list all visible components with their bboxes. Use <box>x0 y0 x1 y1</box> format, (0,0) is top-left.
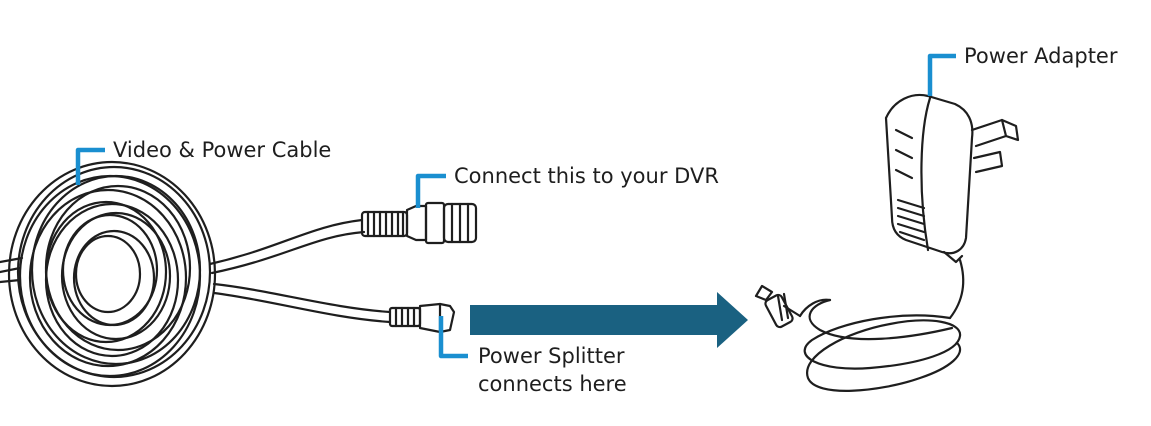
dvr-cable-branch <box>208 218 366 275</box>
power-cable-branch <box>212 282 392 324</box>
arrow-right-icon <box>470 292 748 348</box>
callout-power-splitter <box>438 316 468 359</box>
callout-connect-dvr <box>415 173 446 208</box>
bnc-connector-icon <box>360 201 478 245</box>
power-adapter-icon <box>754 93 1020 392</box>
power-splitter-line-1: Power Splitter <box>478 344 625 368</box>
power-splitter-line-2: connects here <box>478 372 627 396</box>
callout-power-adapter <box>927 53 956 96</box>
callout-video-power-cable <box>75 147 105 185</box>
power-adapter-label: Power Adapter <box>964 44 1118 68</box>
callout-brackets <box>75 53 956 359</box>
video-power-cable-label: Video & Power Cable <box>113 138 332 162</box>
cable-coil-icon <box>0 160 217 388</box>
dc-plug-icon <box>388 302 456 334</box>
connect-dvr-label: Connect this to your DVR <box>454 164 719 188</box>
power-splitter-label: Power Splitter connects here <box>478 342 627 398</box>
